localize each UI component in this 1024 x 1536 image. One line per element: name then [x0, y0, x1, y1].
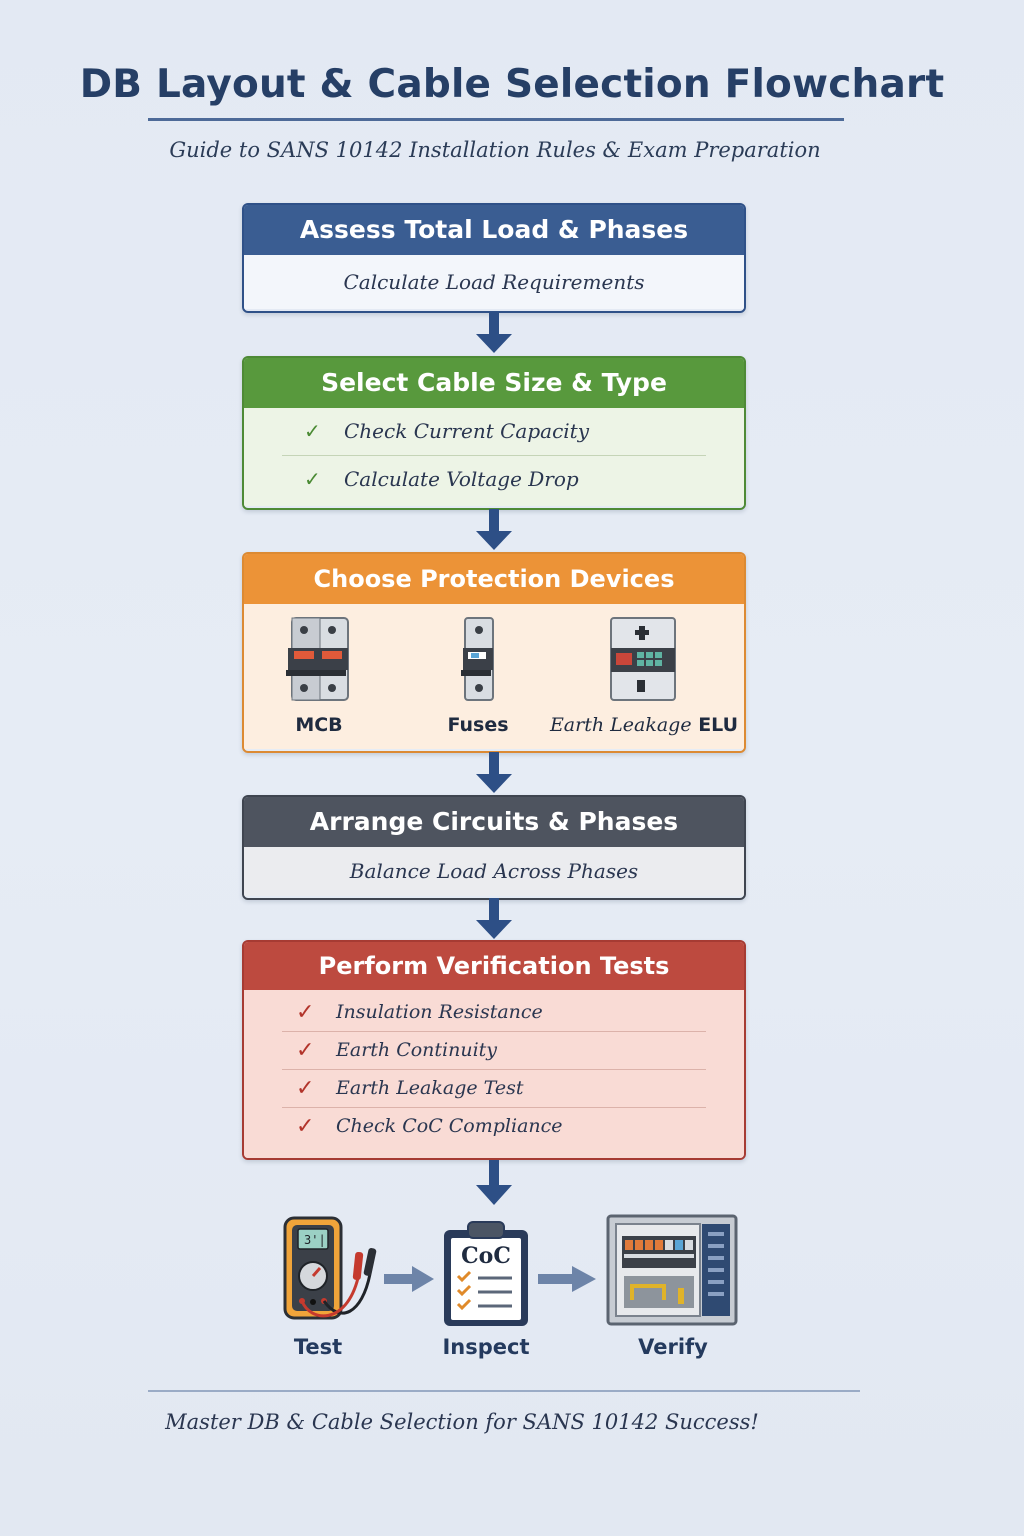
- earth-leakage-unit-icon: [610, 617, 676, 701]
- step-title: Perform Verification Tests: [244, 942, 744, 990]
- checklist-item-label: Insulation Resistance: [336, 1001, 543, 1023]
- checklist-item-label: Check Current Capacity: [344, 419, 589, 443]
- checklist-item: ✓ Insulation Resistance: [282, 994, 706, 1031]
- process-step-label: Inspect: [442, 1335, 530, 1359]
- flow-arrow-down-icon: [476, 898, 512, 939]
- step-description: Calculate Load Requirements: [244, 255, 744, 309]
- step-protection-devices: Choose Protection Devices: [242, 552, 746, 753]
- check-icon: ✓: [304, 467, 321, 491]
- flow-arrow-down-icon: [476, 312, 512, 353]
- device-mcb: [244, 614, 394, 704]
- step-description: Balance Load Across Phases: [244, 847, 744, 896]
- checklist-item-label: Earth Leakage Test: [336, 1077, 524, 1099]
- check-icon: ✓: [296, 1114, 315, 1139]
- flow-arrow-down-icon: [476, 509, 512, 550]
- flow-arrow-down-icon: [476, 1160, 512, 1205]
- coc-clipboard-icon: CoC: [444, 1221, 528, 1326]
- step-title: Select Cable Size & Type: [244, 358, 744, 408]
- flow-arrow-right-icon: [384, 1266, 434, 1292]
- distribution-board-icon: [606, 1214, 738, 1326]
- check-icon: ✓: [296, 1038, 315, 1063]
- step-select-cable: Select Cable Size & Type ✓ Check Current…: [242, 356, 746, 510]
- process-step-label: Verify: [638, 1335, 708, 1359]
- mcb-icon: [286, 617, 349, 701]
- step-assess-load: Assess Total Load & Phases Calculate Loa…: [242, 203, 746, 313]
- flow-arrow-down-icon: [476, 752, 512, 793]
- step-arrange-circuits: Arrange Circuits & Phases Balance Load A…: [242, 795, 746, 900]
- multimeter-icon: 3'|: [283, 1216, 377, 1320]
- step-title: Arrange Circuits & Phases: [244, 797, 744, 847]
- step-title: Assess Total Load & Phases: [244, 205, 744, 255]
- checklist-item: ✓ Check CoC Compliance: [282, 1107, 706, 1145]
- page-subtitle: Guide to SANS 10142 Installation Rules &…: [169, 138, 821, 162]
- page-title: DB Layout & Cable Selection Flowchart: [79, 62, 945, 107]
- checklist-item: ✓ Calculate Voltage Drop: [282, 455, 706, 503]
- step-verification-tests: Perform Verification Tests ✓ Insulation …: [242, 940, 746, 1160]
- step-title: Choose Protection Devices: [244, 554, 744, 604]
- device-fuse: [403, 614, 553, 704]
- footer-divider: [148, 1390, 860, 1392]
- title-underline: [148, 118, 844, 121]
- svg-text:CoC: CoC: [461, 1243, 511, 1269]
- device-label: Earth Leakage ELU: [549, 714, 739, 736]
- check-icon: ✓: [304, 419, 321, 443]
- checklist-item-label: Calculate Voltage Drop: [344, 467, 579, 491]
- device-label: MCB: [295, 714, 343, 736]
- svg-text:3'|: 3'|: [304, 1233, 326, 1247]
- fuse-icon: [461, 617, 494, 701]
- footer-tagline: Master DB & Cable Selection for SANS 101…: [165, 1410, 759, 1434]
- process-step-label: Test: [293, 1335, 343, 1359]
- checklist-item: ✓ Earth Leakage Test: [282, 1069, 706, 1107]
- check-icon: ✓: [296, 1000, 315, 1025]
- checklist-item: ✓ Earth Continuity: [282, 1031, 706, 1069]
- device-earth-leakage: [567, 614, 717, 704]
- device-label: Fuses: [447, 714, 509, 736]
- flow-arrow-right-icon: [538, 1266, 596, 1292]
- checklist-item: ✓ Check Current Capacity: [282, 408, 706, 455]
- checklist-item-label: Earth Continuity: [336, 1039, 498, 1061]
- check-icon: ✓: [296, 1076, 315, 1101]
- checklist-item-label: Check CoC Compliance: [336, 1115, 563, 1137]
